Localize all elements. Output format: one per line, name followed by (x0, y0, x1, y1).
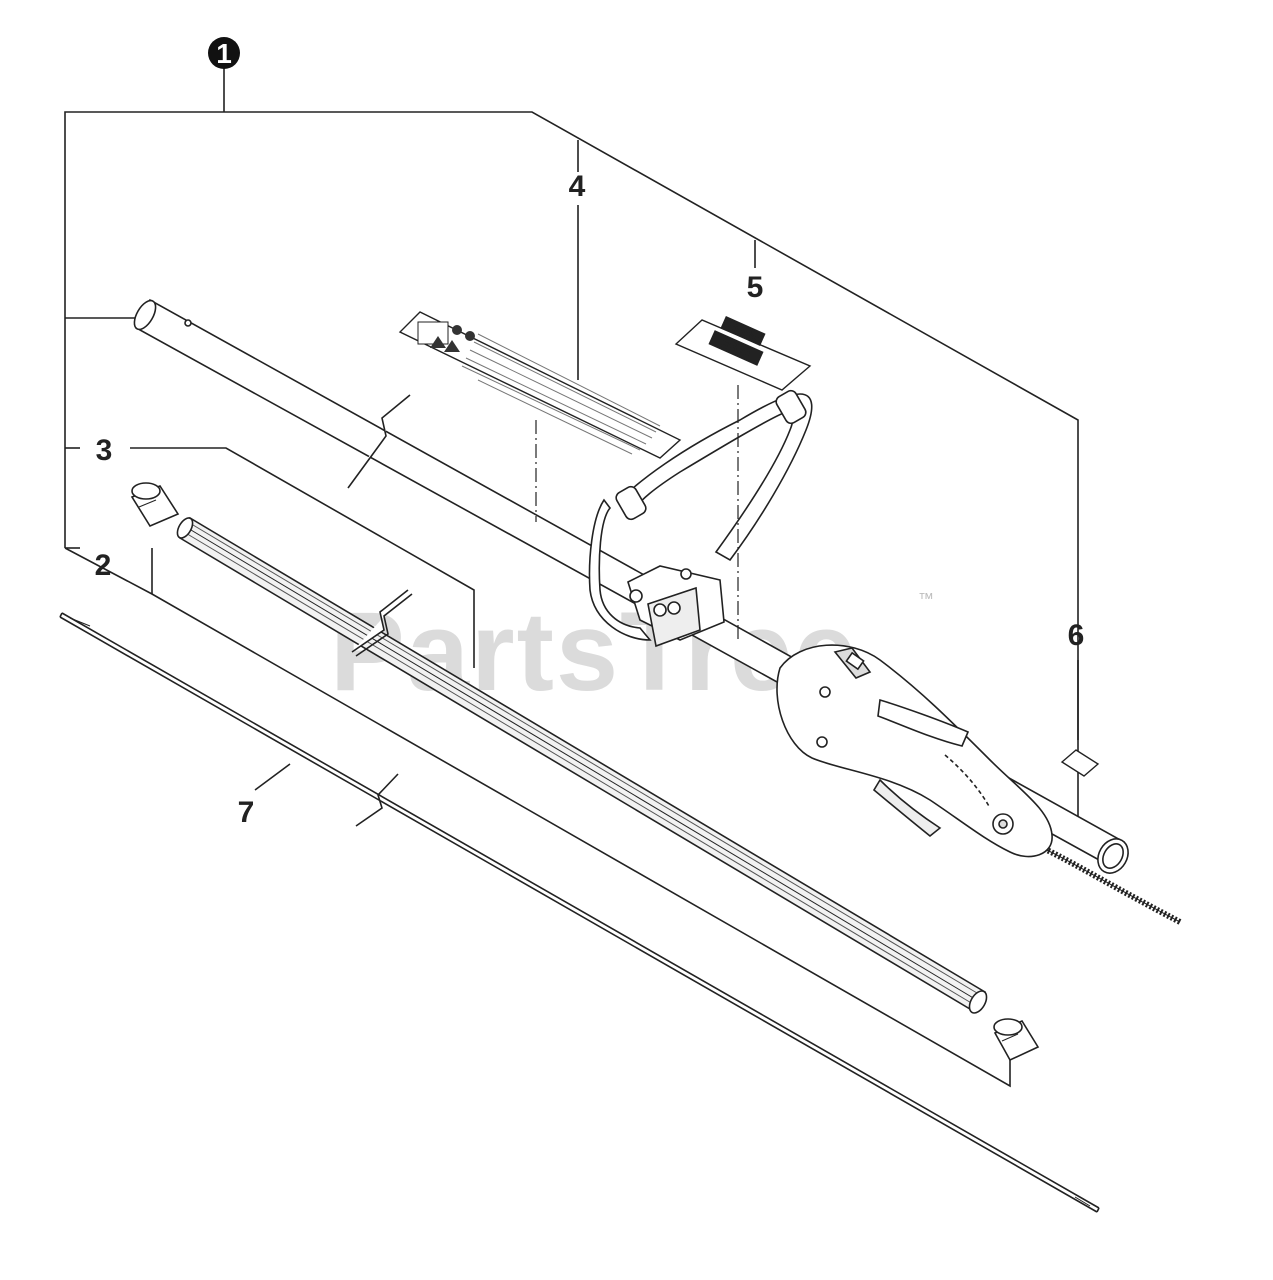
liner-tube (176, 516, 988, 1014)
part-7-leader (254, 763, 291, 791)
drive-shaft (59, 612, 1100, 1213)
assembly-bracket (64, 68, 1079, 822)
warning-decal (398, 311, 682, 459)
small-decal (1060, 749, 1100, 777)
part-3-bracket (130, 447, 475, 668)
callout-5: 5 (747, 271, 764, 304)
callout-7: 7 (238, 796, 255, 829)
assembly-callout-number: 1 (216, 38, 232, 69)
callout-4: 4 (569, 170, 586, 203)
logo-decal: ECHO ECHO (674, 316, 812, 391)
callout-3: 3 (96, 434, 113, 467)
assembly-callout-badge: 1 (208, 37, 240, 69)
callout-2: 2 (95, 549, 112, 582)
loop-handle (588, 389, 813, 648)
part-2-bracket (64, 547, 1011, 1088)
callout-6: 6 (1068, 619, 1085, 652)
bushing-lower (993, 1018, 1040, 1062)
watermark-trademark: ™ (918, 591, 934, 608)
throttle-handle (776, 644, 1053, 858)
bushing-upper (130, 482, 180, 528)
callout-numbers: 4 5 6 3 2 7 (95, 170, 1085, 829)
